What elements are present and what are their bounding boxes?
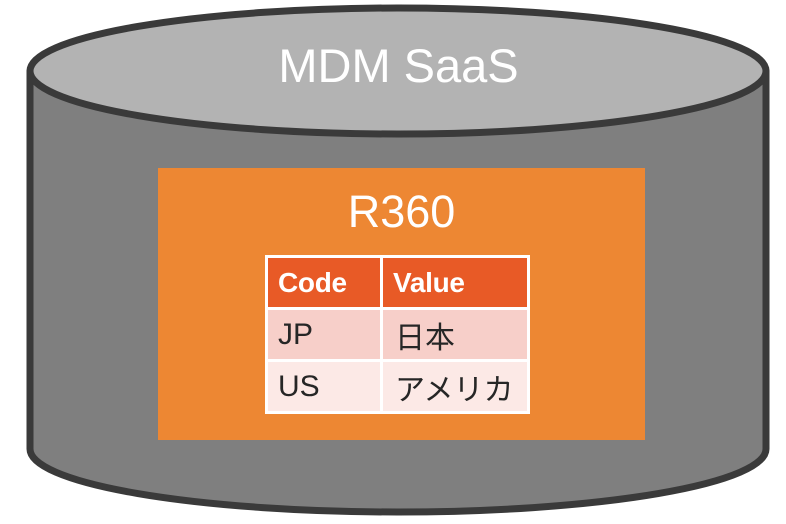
cell-code: JP bbox=[268, 310, 380, 359]
cell-value: 日本 bbox=[383, 310, 527, 359]
cell-code: US bbox=[268, 362, 380, 411]
table-header-row: Code Value bbox=[268, 258, 527, 307]
r360-panel: R360 Code Value JP 日本 US アメリカ bbox=[158, 168, 645, 440]
panel-title: R360 bbox=[347, 186, 456, 237]
code-value-table: Code Value JP 日本 US アメリカ bbox=[265, 255, 530, 414]
table-row: JP 日本 bbox=[268, 310, 527, 359]
column-header-value: Value bbox=[383, 258, 527, 307]
column-header-code: Code bbox=[268, 258, 380, 307]
cylinder-top bbox=[26, 4, 770, 138]
table-row: US アメリカ bbox=[268, 362, 527, 411]
cell-value: アメリカ bbox=[383, 362, 527, 411]
cylinder-title: MDM SaaS bbox=[278, 39, 519, 92]
